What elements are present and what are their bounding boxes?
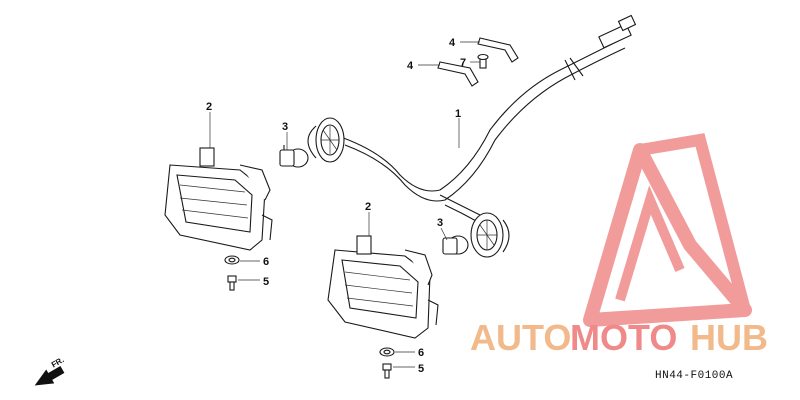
- watermark-moto: MOTO: [570, 317, 677, 358]
- callout-4-lower: 4: [407, 60, 414, 72]
- callout-labels: 1 2 2 3 3 4 4 5 5 6 6 7: [206, 37, 466, 375]
- callout-6-right: 6: [418, 347, 424, 359]
- callout-2-right: 2: [365, 201, 371, 213]
- bolt-left: [227, 275, 237, 291]
- callout-1: 1: [455, 108, 461, 120]
- diagram-code: HN44-F0100A: [655, 370, 733, 382]
- front-direction-marker: FR.: [34, 355, 66, 386]
- callout-3-lower: 3: [437, 217, 443, 229]
- bulb-upper: [279, 145, 309, 168]
- bolt-right: [382, 363, 392, 379]
- watermark-text: AUTO MOTO HUB: [470, 317, 768, 358]
- screw-7: [477, 53, 489, 69]
- callout-5-left: 5: [263, 276, 269, 288]
- callout-2-left: 2: [206, 101, 212, 113]
- watermark-hub: HUB: [690, 317, 768, 358]
- nut-left: [224, 255, 240, 265]
- callout-6-left: 6: [263, 256, 269, 268]
- front-label: FR.: [50, 355, 66, 369]
- watermark-auto: AUTO: [470, 317, 571, 358]
- callout-3-upper: 3: [282, 121, 288, 133]
- wire-harness: [334, 14, 637, 223]
- callout-5-right: 5: [418, 363, 424, 375]
- headlight-right: [327, 235, 439, 339]
- callout-7: 7: [460, 57, 466, 69]
- leader-lines: [209, 41, 480, 368]
- bulb-lower: [442, 235, 469, 255]
- headlight-left: [164, 147, 273, 251]
- watermark-logo: [583, 133, 752, 327]
- bracket-lower: [437, 61, 479, 87]
- nut-right: [379, 347, 395, 357]
- socket-lower: [470, 212, 510, 258]
- bracket-upper: [477, 37, 519, 63]
- socket-upper: [307, 117, 345, 163]
- callout-4-upper: 4: [449, 37, 456, 49]
